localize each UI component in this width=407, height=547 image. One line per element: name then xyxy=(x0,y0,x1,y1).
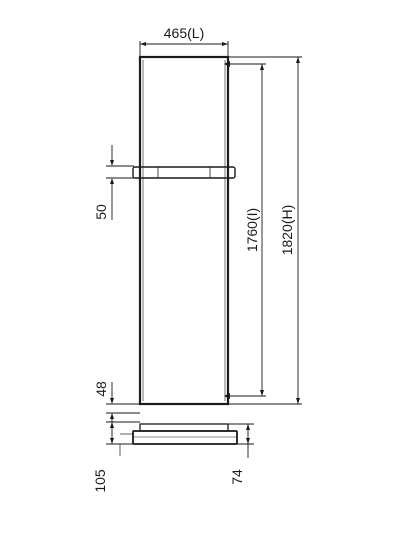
towel-bar xyxy=(132,166,236,179)
bar-gap-label: 50 xyxy=(93,204,109,220)
radiator-panel xyxy=(138,55,230,406)
bar-gap-dimension: 50 xyxy=(93,145,134,220)
total-height-label: 1820(H) xyxy=(279,205,295,256)
inner-height-dimension: 1760(I) xyxy=(224,61,266,399)
bottom-gap-dimension: 48 xyxy=(93,381,140,428)
width-dimension: 465(L) xyxy=(139,25,229,56)
inner-height-label: 1760(I) xyxy=(244,208,260,252)
wall-depth-dimension: 105 xyxy=(92,421,140,493)
bottom-gap-label: 48 xyxy=(93,381,109,397)
top-view xyxy=(132,423,238,445)
wall-depth-label: 105 xyxy=(92,469,108,493)
bracket-depth-dimension: 74 xyxy=(228,423,254,485)
total-height-dimension: 1820(H) xyxy=(228,56,302,405)
bracket-depth-label: 74 xyxy=(229,469,245,485)
width-label: 465(L) xyxy=(164,25,204,41)
